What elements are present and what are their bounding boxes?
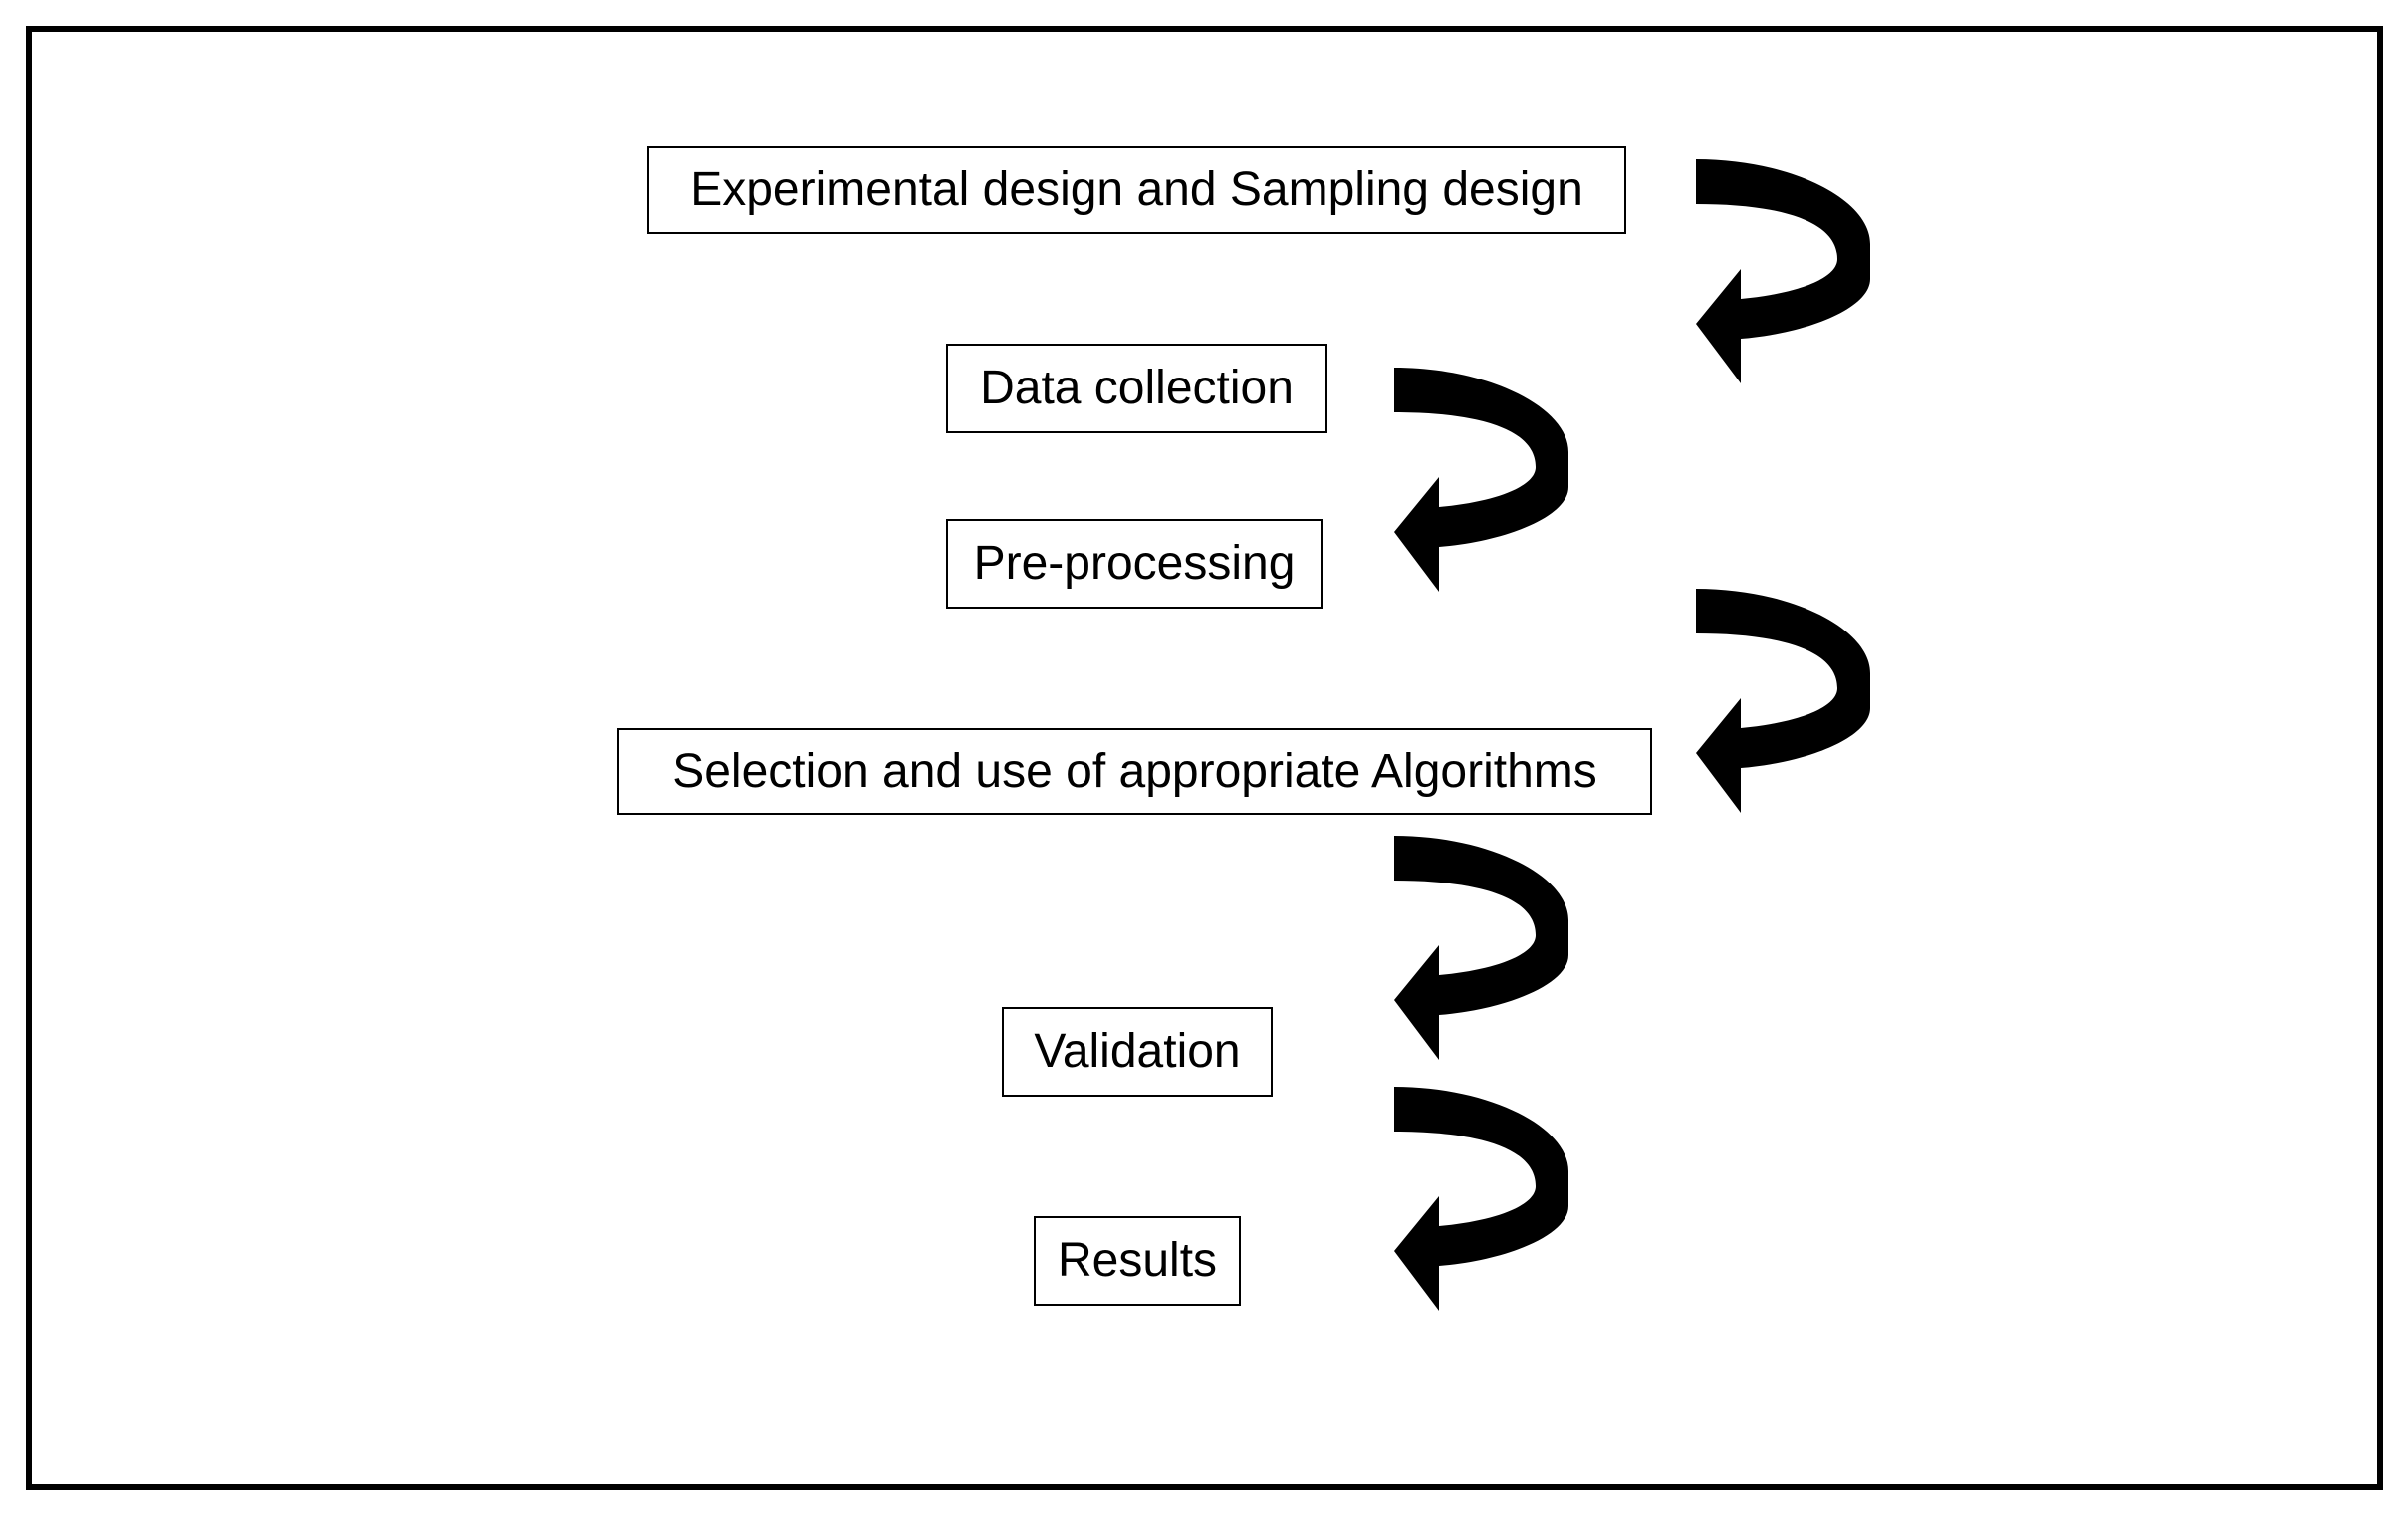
step-label: Pre-processing: [973, 537, 1296, 590]
step-label: Results: [1057, 1234, 1218, 1287]
step-algorithm-selection: Selection and use of appropriate Algorit…: [617, 728, 1652, 815]
step-label: Validation: [1034, 1025, 1241, 1078]
step-label: Data collection: [980, 362, 1294, 414]
step-validation: Validation: [1002, 1007, 1273, 1097]
step-label: Selection and use of appropriate Algorit…: [672, 744, 1597, 798]
step-data-collection: Data collection: [946, 344, 1327, 433]
step-results: Results: [1034, 1216, 1241, 1306]
step-pre-processing: Pre-processing: [946, 519, 1323, 609]
step-label: Experimental design and Sampling design: [690, 163, 1583, 216]
step-experimental-design: Experimental design and Sampling design: [647, 146, 1626, 234]
